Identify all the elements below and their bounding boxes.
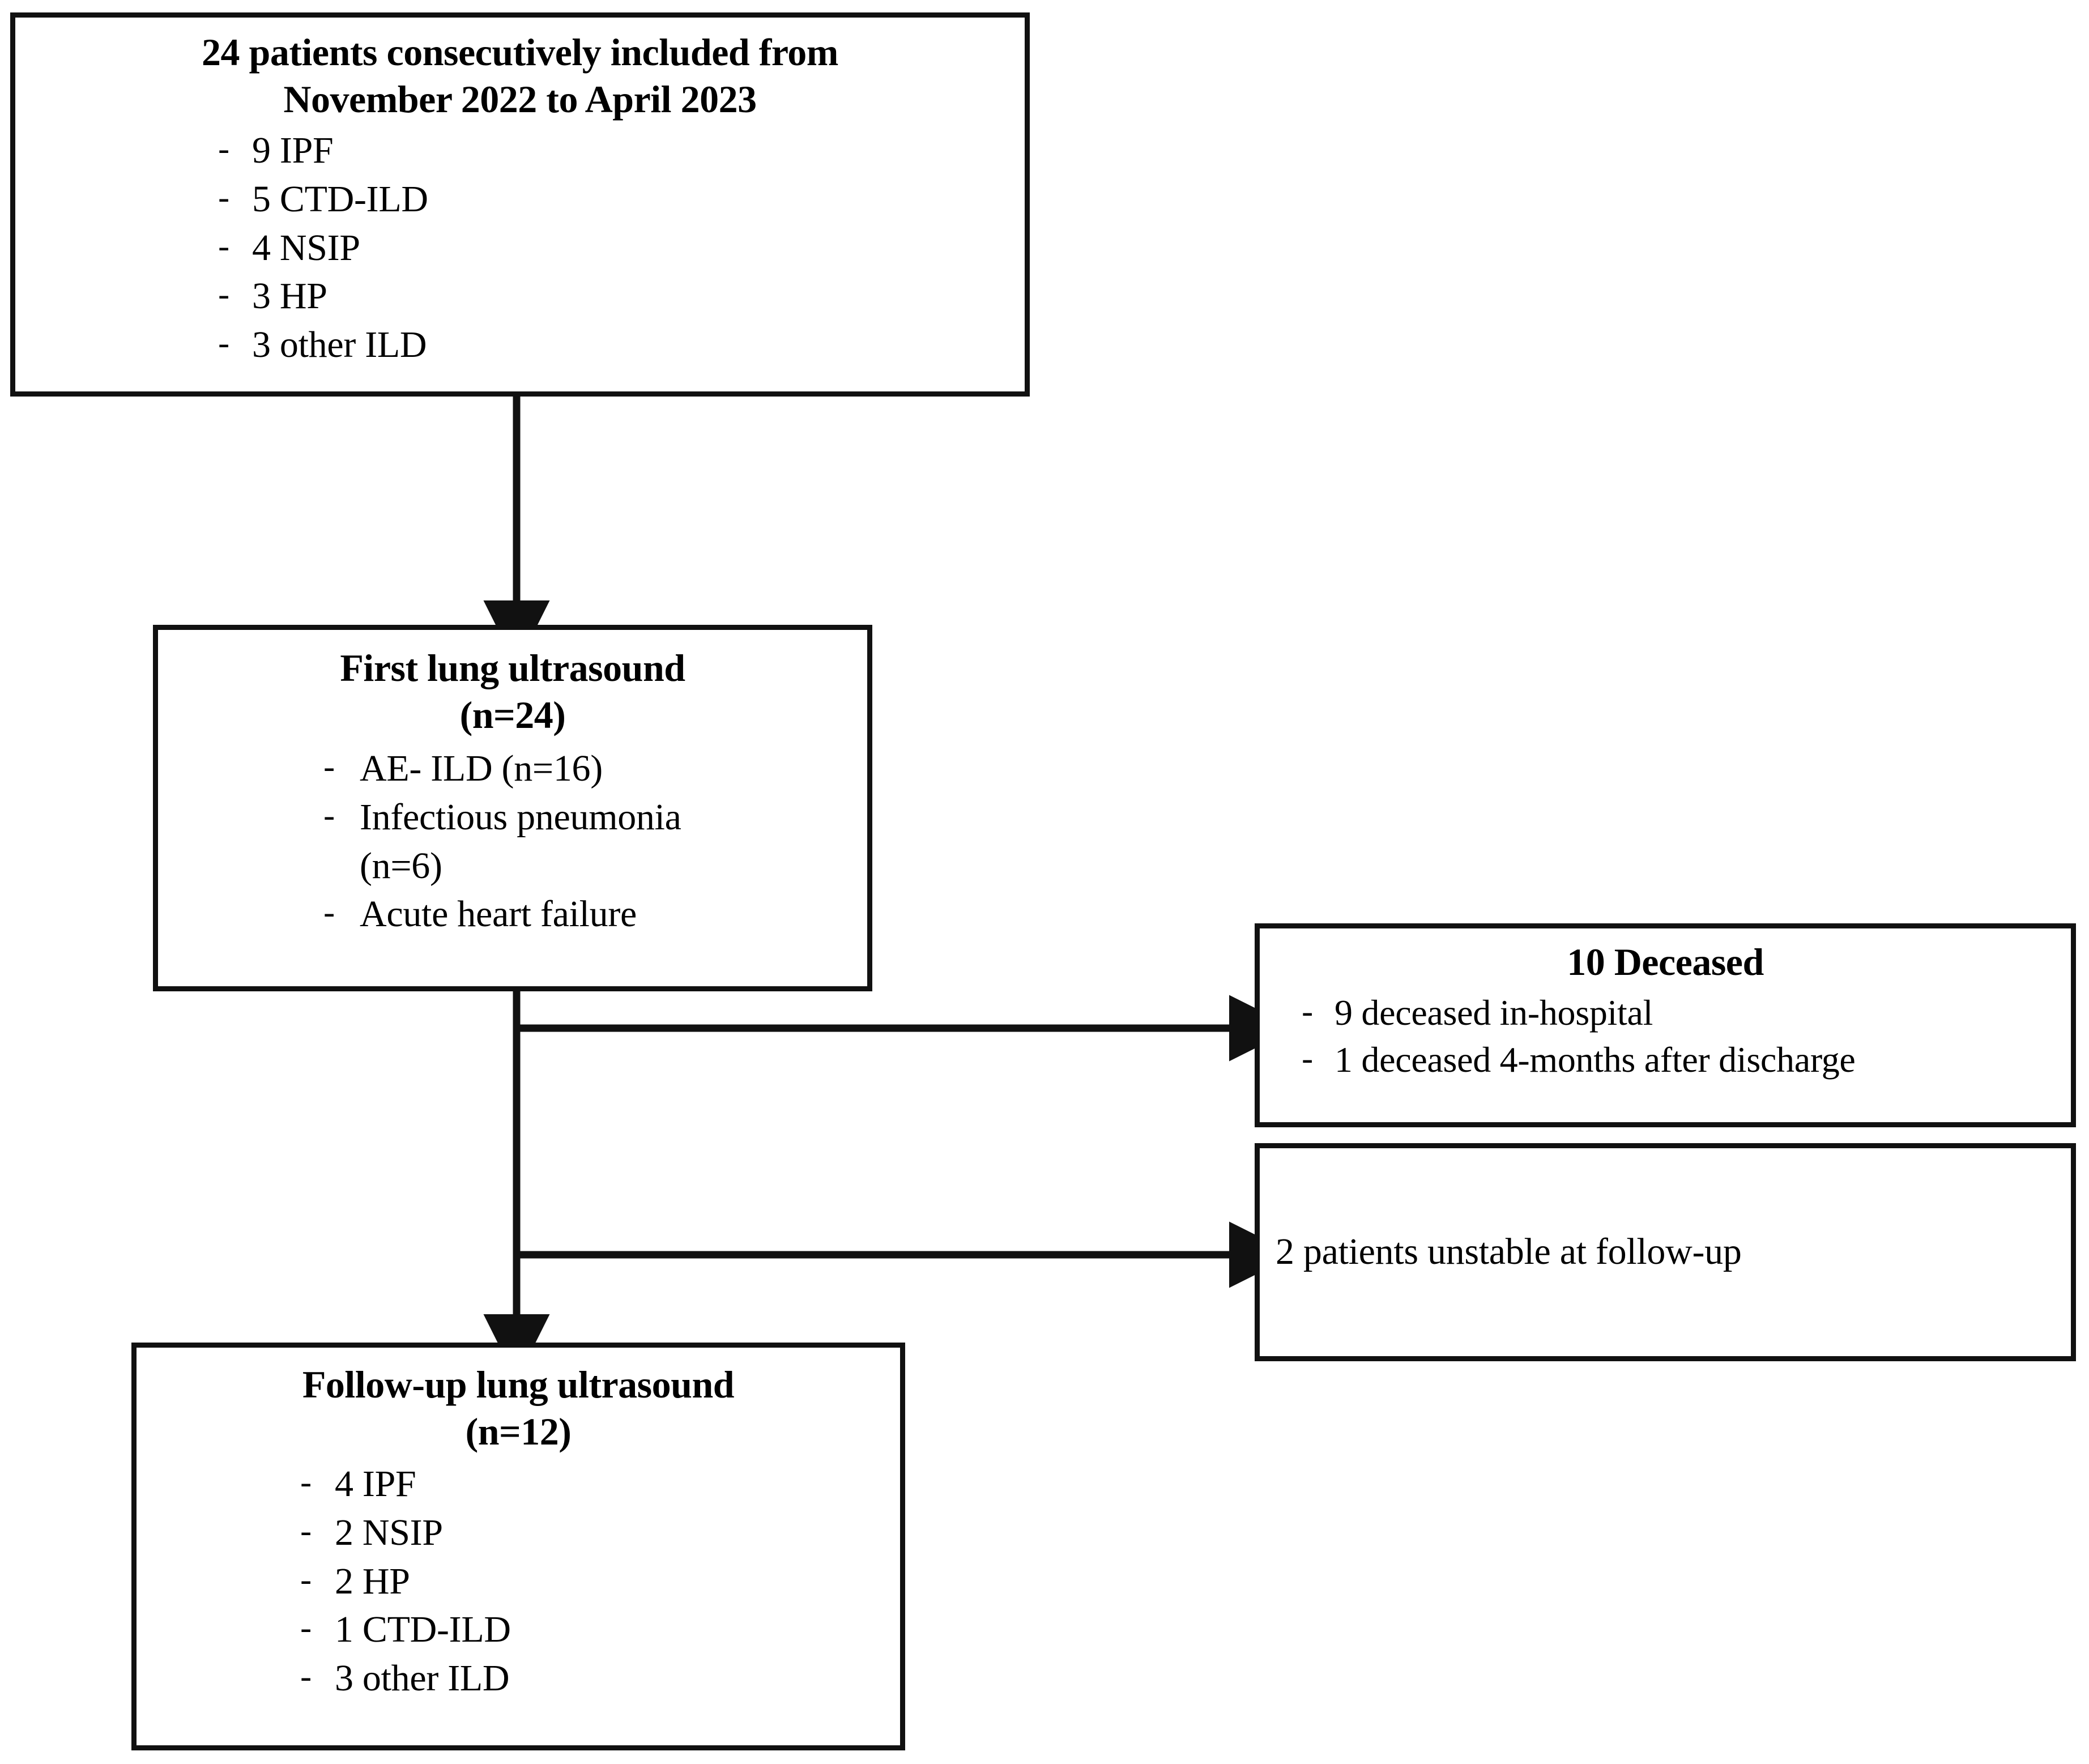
bullet-text: Acute heart failure: [360, 893, 637, 935]
unstable-text: 2 patients unstable at follow-up: [1276, 1231, 1742, 1273]
bullet-dash: -: [300, 1560, 312, 1598]
bullet-dash: -: [218, 324, 229, 362]
deceased-title: 10 Deceased: [1567, 940, 1764, 983]
bullet-dash: -: [1302, 1039, 1313, 1077]
list-item: - 3 HP: [195, 272, 1025, 321]
list-item: - 5 CTD-ILD: [195, 175, 1025, 224]
bullet-dash: -: [323, 893, 335, 931]
bullet-dash: -: [300, 1658, 312, 1695]
bullet-text: 4 IPF: [335, 1463, 416, 1505]
bullet-text: 3 HP: [252, 275, 327, 317]
list-item: - 4 NSIP: [195, 224, 1025, 272]
bullet-text: 1 deceased 4-months after discharge: [1335, 1039, 1856, 1080]
list-item: - 9 deceased in-hospital: [1280, 989, 2071, 1036]
list-item: - 3 other ILD: [277, 1654, 900, 1703]
list-item: - AE- ILD (n=16): [299, 744, 867, 793]
box-followup-lung-ultrasound: Follow-up lung ultrasound (n=12) - 4 IPF…: [131, 1343, 905, 1750]
bullet-dash: -: [300, 1463, 312, 1501]
bullet-dash: -: [218, 227, 229, 265]
deceased-bullet-list: - 9 deceased in-hospital - 1 deceased 4-…: [1280, 989, 2071, 1083]
bullet-text: 4 NSIP: [252, 227, 360, 269]
bullet-dash: -: [323, 747, 335, 785]
bullet-text: 9 deceased in-hospital: [1335, 992, 1653, 1033]
bullet-dash: -: [300, 1609, 312, 1647]
enrollment-bullet-list: - 9 IPF - 5 CTD-ILD - 4 NSIP - 3 HP - 3 …: [195, 126, 1025, 369]
list-item: - 4 IPF: [277, 1460, 900, 1509]
bullet-dash: -: [1302, 992, 1313, 1030]
box-first-lung-ultrasound: First lung ultrasound (n=24) - AE- ILD (…: [153, 625, 872, 991]
enrollment-title: 24 patients consecutively included from …: [202, 31, 838, 121]
bullet-dash: -: [300, 1511, 312, 1549]
list-item: - Infectious pneumonia (n=6): [299, 793, 867, 890]
bullet-text: 3 other ILD: [252, 324, 427, 366]
bullet-text: 1 CTD-ILD: [335, 1609, 511, 1651]
bullet-dash: -: [323, 796, 335, 834]
bullet-text: Infectious pneumonia (n=6): [360, 796, 681, 887]
list-item: - 9 IPF: [195, 126, 1025, 175]
box-unstable-at-followup: 2 patients unstable at follow-up: [1255, 1143, 2076, 1361]
list-item: - 2 HP: [277, 1557, 900, 1606]
bullet-dash: -: [218, 275, 229, 313]
bullet-dash: -: [218, 178, 229, 216]
bullet-text: 2 NSIP: [335, 1511, 443, 1553]
bullet-text: AE- ILD (n=16): [360, 747, 603, 789]
list-item: - 2 NSIP: [277, 1509, 900, 1557]
box-enrollment: 24 patients consecutively included from …: [10, 12, 1030, 397]
list-item: - 1 CTD-ILD: [277, 1605, 900, 1654]
list-item: - 3 other ILD: [195, 321, 1025, 369]
list-item: - Acute heart failure: [299, 890, 867, 939]
bullet-text: 2 HP: [335, 1560, 410, 1602]
bullet-dash: -: [218, 129, 229, 167]
bullet-text: 5 CTD-ILD: [252, 178, 428, 220]
bullet-text: 9 IPF: [252, 129, 334, 171]
followup-lus-title: Follow-up lung ultrasound (n=12): [302, 1363, 735, 1453]
first-lus-bullet-list: - AE- ILD (n=16) - Infectious pneumonia …: [299, 744, 867, 939]
box-deceased: 10 Deceased - 9 deceased in-hospital - 1…: [1255, 923, 2076, 1127]
list-item: - 1 deceased 4-months after discharge: [1280, 1036, 2071, 1083]
bullet-text: 3 other ILD: [335, 1658, 510, 1699]
first-lus-title: First lung ultrasound (n=24): [340, 646, 685, 736]
followup-lus-bullet-list: - 4 IPF - 2 NSIP - 2 HP - 1 CTD-ILD - 3 …: [277, 1460, 900, 1703]
